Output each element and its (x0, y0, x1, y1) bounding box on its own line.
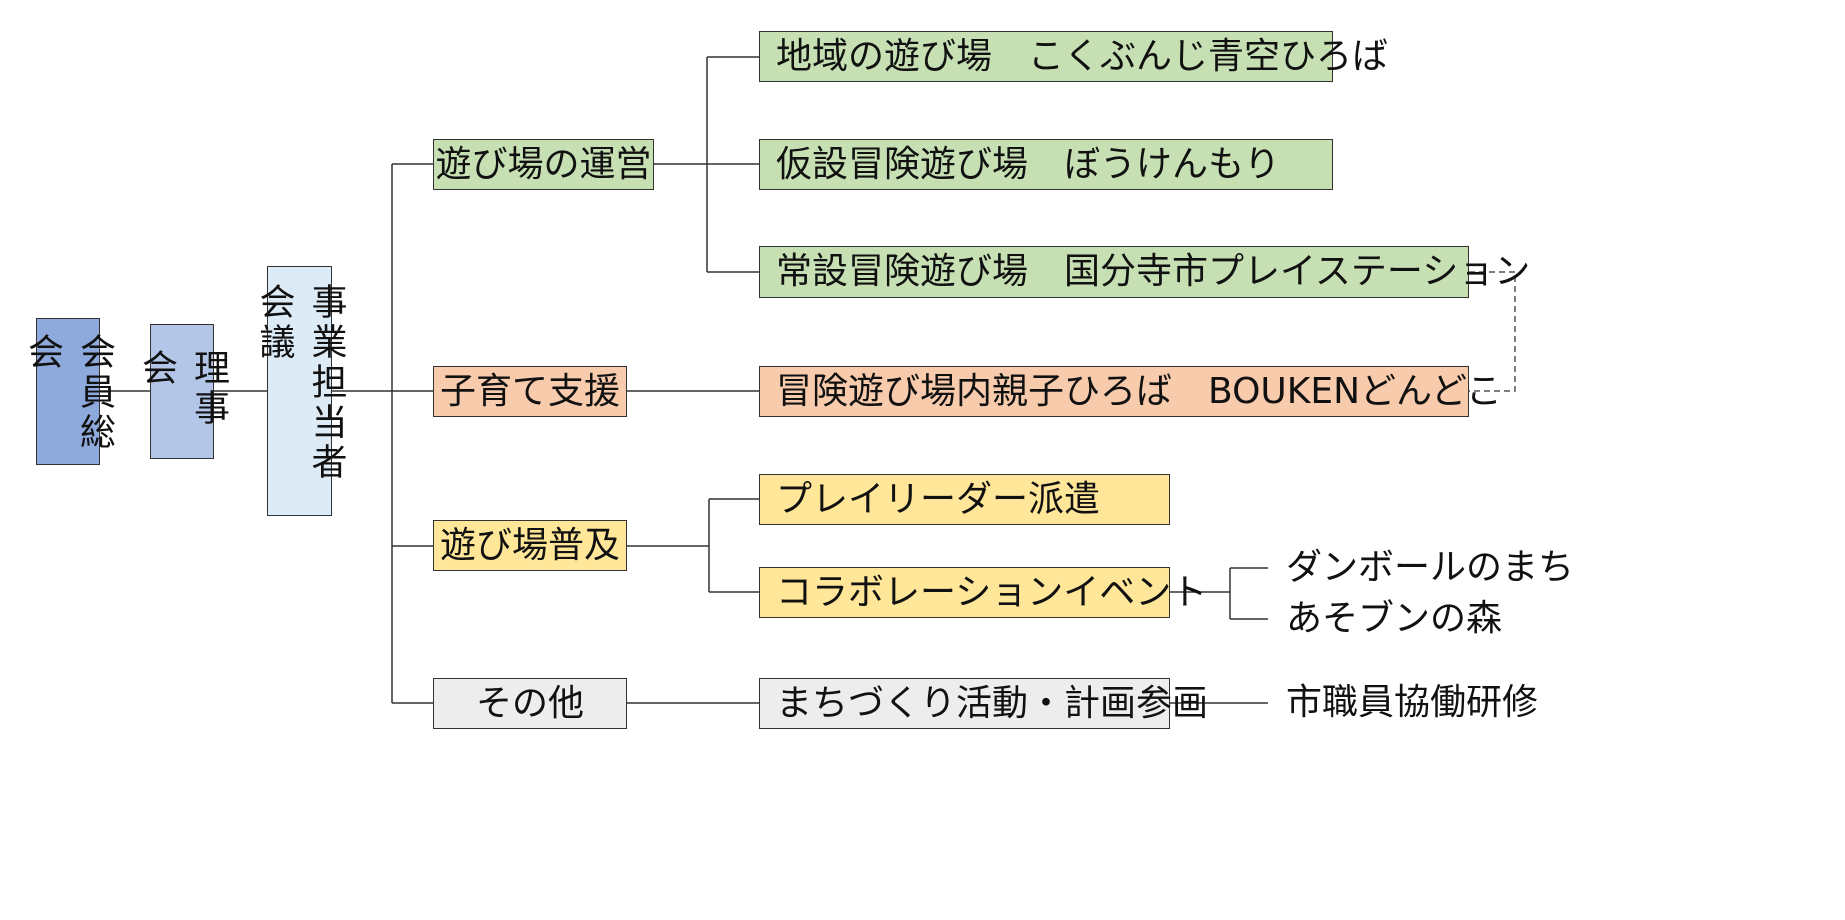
box-aozora: 地域の遊び場 こくぶんじ青空ひろば (759, 31, 1388, 82)
label-playground-promotion: 遊び場普及 (439, 524, 620, 566)
label-boukenmori: 仮設冒険遊び場 ぼうけんもり (776, 143, 1281, 185)
dashed-link-playstation-dondoko (1469, 271, 1516, 392)
label-staff-training: 市職員協働研修 (1286, 682, 1539, 723)
box-playground-promotion: 遊び場普及 (433, 520, 627, 571)
box-playstation: 常設冒険遊び場 国分寺市プレイステーション (759, 246, 1530, 298)
label-general-assembly: 会員総会 (22, 333, 115, 453)
label-board: 理事会 (136, 349, 229, 429)
label-collab-event: コラボレーションイベント (776, 571, 1208, 613)
label-aozora: 地域の遊び場 こくぶんじ青空ひろば (776, 35, 1389, 77)
label-childcare-support: 子育て支援 (439, 370, 620, 412)
box-childcare-support: 子育て支援 (433, 366, 627, 417)
box-general-assembly: 会員総会 (22, 318, 115, 465)
box-playground-operation: 遊び場の運営 (433, 139, 654, 190)
box-other: その他 (433, 678, 627, 729)
label-business-council: 事業担当者会議 (253, 283, 347, 483)
box-business-council: 事業担当者会議 (254, 266, 347, 516)
label-asobun: あそブンの森 (1286, 598, 1503, 639)
label-playstation: 常設冒険遊び場 国分寺市プレイステーション (776, 251, 1531, 292)
box-dondoko: 冒険遊び場内親子ひろば BOUKENどんどこ (759, 366, 1502, 417)
box-collab-event: コラボレーションイベント (759, 567, 1207, 618)
label-dondoko: 冒険遊び場内親子ひろば BOUKENどんどこ (776, 370, 1502, 412)
box-machizukuri: まちづくり活動・計画参画 (759, 678, 1208, 729)
label-playground-operation: 遊び場の運営 (435, 143, 652, 185)
box-boukenmori: 仮設冒険遊び場 ぼうけんもり (759, 139, 1333, 190)
box-playleader: プレイリーダー派遣 (759, 474, 1170, 525)
label-playleader: プレイリーダー派遣 (776, 478, 1101, 520)
label-other: その他 (475, 682, 584, 724)
label-danboru: ダンボールのまち (1286, 547, 1575, 588)
label-machizukuri: まちづくり活動・計画参画 (776, 682, 1209, 724)
box-board: 理事会 (136, 324, 229, 459)
